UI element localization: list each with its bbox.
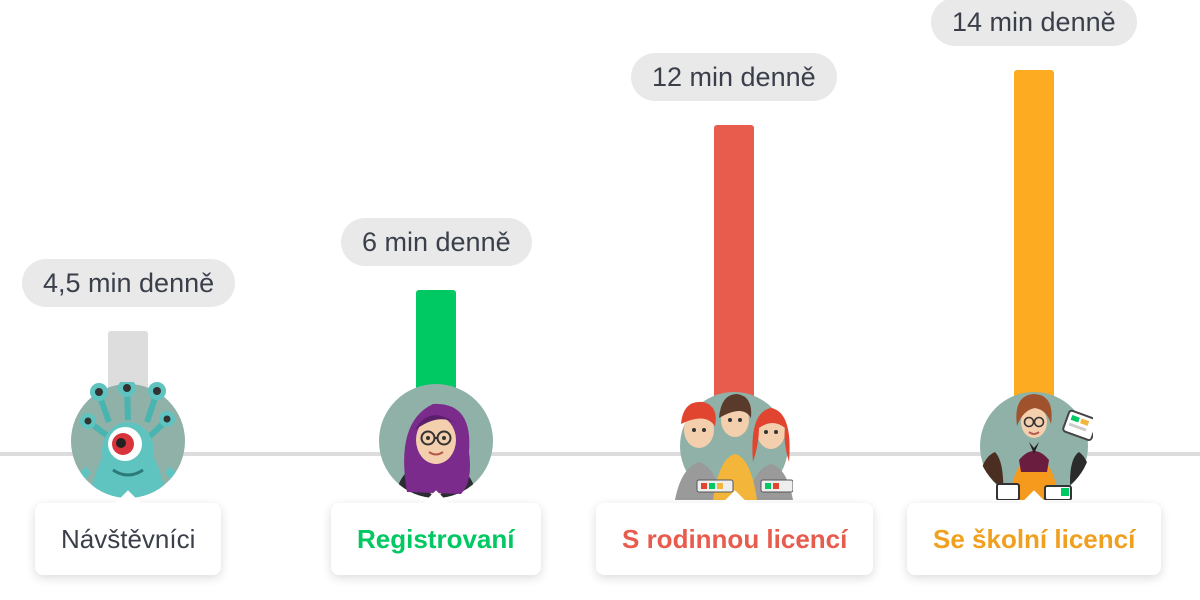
category-text: Návštěvníci [61,524,196,554]
category-text: Se školní licencí [933,524,1136,554]
category-label-4: Se školní licencí [907,490,1162,575]
category-label-3: S rodinnou licencí [596,490,874,575]
value-label-4: 14 min denně [931,0,1137,46]
value-label-1: 4,5 min denně [22,259,236,307]
registered-user-avatar [377,382,495,500]
category-text: S rodinnou licencí [622,524,848,554]
bar-4 [1014,70,1054,454]
value-label-2: 6 min denně [341,218,532,266]
family-avatar [675,382,794,500]
category-label-1: Návštěvníci [35,490,222,575]
category-label-2: Registrovaní [331,490,541,575]
teacher-avatar [975,382,1099,501]
value-label-3: 12 min denně [631,53,837,101]
category-text: Registrovaní [357,524,515,554]
monster-avatar [69,379,187,500]
chart-baseline [0,452,1200,456]
